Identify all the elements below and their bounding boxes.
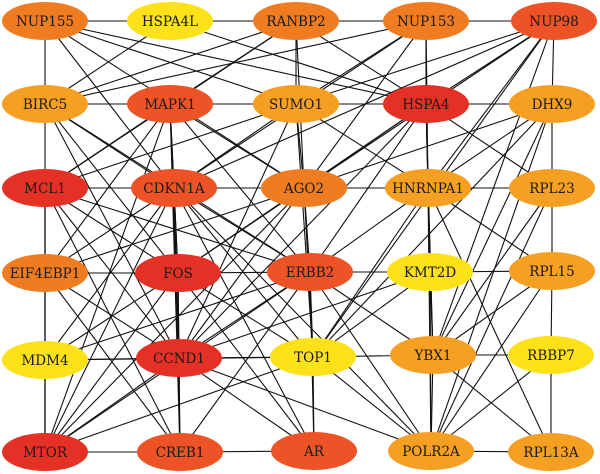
edge-ago2-mtor	[44, 187, 305, 453]
edge-dhx9-polr2a	[430, 103, 553, 452]
edge-erbb2-mdm4	[44, 271, 311, 361]
node-ellipse	[508, 336, 594, 374]
node-ellipse	[253, 2, 339, 40]
node-cdkn1a: CDKN1A	[131, 169, 217, 207]
node-ellipse	[2, 341, 88, 379]
edge-mapk1-mtor	[44, 103, 171, 453]
node-mapk1: MAPK1	[127, 85, 213, 123]
edge-cdkn1a-polr2a	[173, 187, 432, 452]
node-rpl13a: RPL13A	[508, 433, 594, 471]
node-ellipse	[131, 169, 217, 207]
node-sumo1: SUMO1	[253, 85, 339, 123]
edge-sumo1-mcl1	[44, 103, 297, 189]
node-mdm4: MDM4	[2, 341, 88, 379]
edge-nup98-sumo1	[295, 20, 555, 105]
node-ar: AR	[271, 432, 357, 470]
node-rpl15: RPL15	[509, 252, 595, 290]
node-ellipse	[137, 433, 223, 471]
node-ellipse	[2, 2, 88, 40]
node-mcl1: MCL1	[2, 169, 88, 207]
node-ellipse	[390, 336, 476, 374]
edge-sumo1-ccnd1	[178, 103, 297, 359]
node-eif4ebp1: EIF4EBP1	[2, 254, 88, 292]
node-ellipse	[509, 169, 595, 207]
node-fos: FOS	[135, 254, 221, 292]
node-ellipse	[271, 432, 357, 470]
node-rbbp7: RBBP7	[508, 336, 594, 374]
node-ellipse	[388, 432, 474, 470]
node-ellipse	[511, 2, 597, 40]
node-rpl23: RPL23	[509, 169, 595, 207]
node-ellipse	[2, 433, 88, 471]
edge-mcl1-creb1	[44, 187, 181, 453]
node-nup155: NUP155	[2, 2, 88, 40]
edge-hspa4-ccnd1	[178, 103, 427, 359]
node-ellipse	[2, 85, 88, 123]
edge-ccnd1-polr2a	[178, 357, 432, 452]
node-ranbp2: RANBP2	[253, 2, 339, 40]
node-nup98: NUP98	[511, 2, 597, 40]
node-ellipse	[387, 253, 473, 291]
edge-ago2-eif4ebp1	[44, 187, 305, 274]
node-ellipse	[270, 338, 356, 376]
node-ellipse	[383, 85, 469, 123]
node-nup153: NUP153	[383, 2, 469, 40]
node-ellipse	[135, 254, 221, 292]
node-ellipse	[261, 169, 347, 207]
node-hspa4: HSPA4	[383, 85, 469, 123]
edge-sumo1-top1	[295, 103, 314, 358]
node-ellipse	[127, 2, 213, 40]
edge-hnrnpa1-rpl13a	[427, 187, 552, 453]
edge-cdkn1a-mdm4	[44, 187, 175, 361]
node-kmt2d: KMT2D	[387, 253, 473, 291]
node-ellipse	[383, 2, 469, 40]
node-hspa4l: HSPA4L	[127, 2, 213, 40]
edge-fos-mtor	[44, 272, 179, 453]
node-ellipse	[136, 339, 222, 377]
edge-dhx9-top1	[312, 103, 553, 358]
edge-nup153-birc5	[44, 20, 427, 105]
node-ybx1: YBX1	[390, 336, 476, 374]
edge-ranbp2-birc5	[44, 20, 297, 105]
node-ellipse	[509, 252, 595, 290]
edge-kmt2d-ccnd1	[178, 271, 431, 359]
edge-erbb2-polr2a	[309, 271, 432, 452]
node-creb1: CREB1	[137, 433, 223, 471]
node-ellipse	[267, 253, 353, 291]
edge-rpl23-polr2a	[430, 187, 553, 452]
node-ellipse	[253, 85, 339, 123]
node-ellipse	[508, 433, 594, 471]
edge-erbb2-creb1	[179, 271, 311, 453]
node-ellipse	[2, 169, 88, 207]
edge-dhx9-ago2	[303, 103, 553, 189]
node-birc5: BIRC5	[2, 85, 88, 123]
edge-eif4ebp1-creb1	[44, 272, 181, 453]
node-ellipse	[127, 85, 213, 123]
edge-fos-ar	[177, 272, 315, 452]
node-ccnd1: CCND1	[136, 339, 222, 377]
node-ellipse	[385, 169, 471, 207]
node-top1: TOP1	[270, 338, 356, 376]
node-dhx9: DHX9	[509, 85, 595, 123]
node-hnrnpa1: HNRNPA1	[385, 169, 471, 207]
edge-cdkn1a-mtor	[44, 187, 175, 453]
edge-rpl15-polr2a	[430, 270, 553, 452]
node-ago2: AGO2	[261, 169, 347, 207]
node-mtor: MTOR	[2, 433, 88, 471]
node-erbb2: ERBB2	[267, 253, 353, 291]
edge-cdkn1a-ar	[173, 187, 315, 452]
node-ellipse	[2, 254, 88, 292]
node-polr2a: POLR2A	[388, 432, 474, 470]
edge-top1-mtor	[44, 356, 314, 453]
node-ellipse	[509, 85, 595, 123]
edge-dhx9-ybx1	[432, 103, 553, 356]
